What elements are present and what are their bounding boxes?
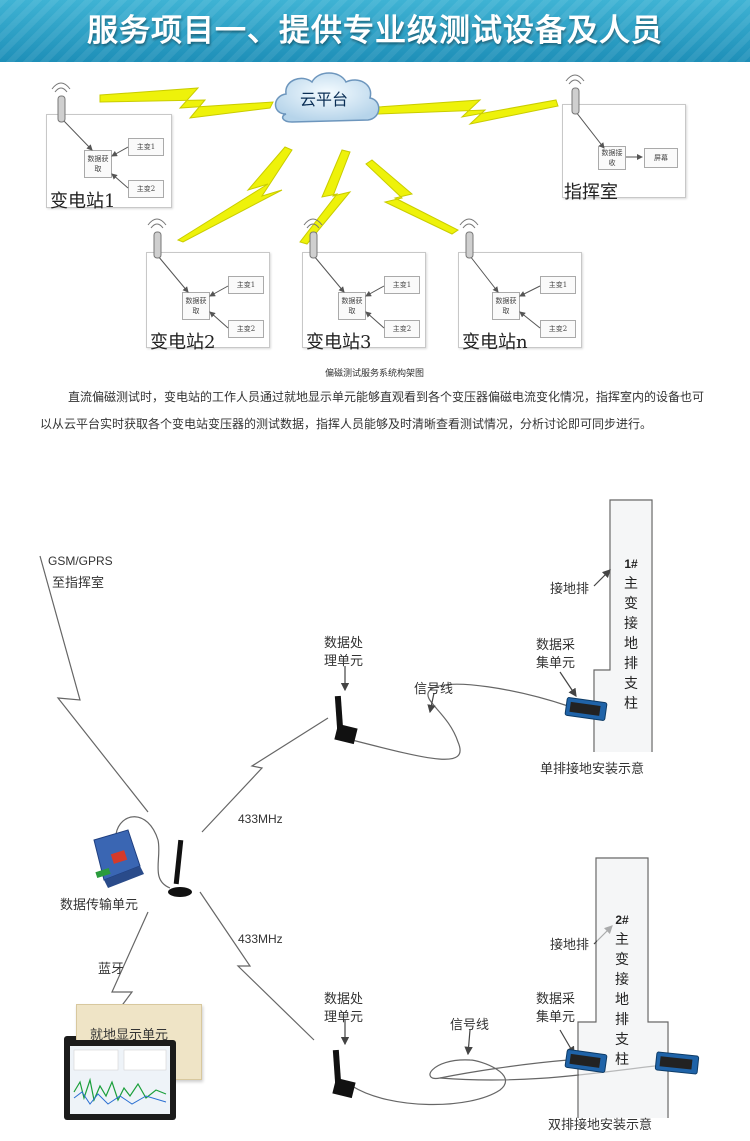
collection-unit-1-icon: [564, 697, 608, 721]
signal-line-label-1: 信号线: [414, 682, 454, 697]
transformer-2-box: 主变2: [540, 320, 576, 338]
pillar-2-char: 支: [615, 1032, 629, 1048]
transformer-1-box: 主变1: [540, 276, 576, 294]
link-433-upper: [201, 717, 329, 833]
bolt-right: [377, 99, 559, 125]
transformer-2-box: 主变2: [228, 320, 264, 338]
station-2-label: 变电站2: [150, 332, 216, 353]
freq-label-upper: 433MHz: [238, 812, 283, 826]
collection-unit-1-label-line1: 数据采: [536, 638, 576, 653]
pillar-1-char: 支: [624, 676, 638, 692]
data-transfer-unit-icon: [93, 829, 192, 897]
pillar-1-label: 1# 主 变 接 地 排 支 柱: [621, 554, 641, 714]
pillar-2-char: 接: [615, 972, 629, 988]
processing-unit-1-icon: [334, 695, 358, 745]
transformer-1-box: 主变1: [128, 138, 164, 156]
collection-unit-2-label-line1: 数据采: [536, 992, 576, 1007]
diagram-caption: 偏磁测试服务系统构架图: [325, 369, 425, 379]
cloud-label: 云平台: [300, 90, 349, 109]
collection-unit-2a-icon: [564, 1049, 608, 1073]
freq-label-lower: 433MHz: [238, 932, 283, 946]
single-row-install-caption: 单排接地安装示意: [540, 762, 645, 777]
pillar-1-char: 地: [624, 636, 638, 652]
command-room-label: 指挥室: [564, 182, 618, 203]
processing-unit-1-label-line1: 数据处: [324, 636, 364, 651]
double-row-install-caption: 双排接地安装示意: [548, 1118, 653, 1133]
gsm-label: GSM/GPRS: [48, 554, 113, 568]
data-receive-box: 数据接收: [598, 146, 626, 170]
data-fetch-box: 数据获取: [338, 292, 366, 320]
station-n-label: 变电站n: [462, 332, 528, 353]
processing-unit-2-label-line1: 数据处: [324, 992, 364, 1007]
lightning-bolts: [99, 87, 559, 245]
page-title: 服务项目一、提供专业级测试设备及人员: [87, 13, 663, 49]
bolt-mid-left: [176, 146, 293, 243]
pillar-1-char: 排: [624, 656, 638, 672]
header-pattern: [0, 0, 750, 62]
pillar-1-char: 主: [624, 576, 638, 592]
data-fetch-box: 数据获取: [492, 292, 520, 320]
bluetooth-label: 蓝牙: [98, 962, 125, 977]
data-transfer-unit-label: 数据传输单元: [60, 898, 139, 913]
link-433-lower: [199, 891, 315, 1041]
signal-line-label-2: 信号线: [450, 1018, 490, 1033]
pillar-2-char: 柱: [615, 1052, 629, 1068]
ground-bar-label-1: 接地排: [550, 582, 590, 597]
antenna-icons: [57, 87, 580, 259]
bolt-center: [299, 149, 352, 245]
to-command-room-label: 至指挥室: [52, 576, 105, 591]
station-1-label: 变电站1: [50, 191, 116, 212]
gsm-link: [39, 555, 149, 813]
station-3-label: 变电站3: [306, 332, 372, 353]
bolt-mid-right: [365, 159, 459, 235]
pillar-2-outline: [577, 857, 669, 1118]
pillar-2-label: 2# 主 变 接 地 排 支 柱: [612, 910, 632, 1070]
data-fetch-box: 数据获取: [182, 292, 210, 320]
local-display-label: 就地显示单元: [90, 1028, 169, 1043]
signal-wire-1: [351, 683, 569, 760]
pillar-1-outline: [593, 499, 653, 752]
cloud-icon: [274, 72, 380, 123]
data-fetch-box: 数据获取: [84, 150, 112, 178]
description-paragraph: 直流偏磁测试时，变电站的工作人员通过就地显示单元能够直观看到各个变压器偏磁电流变…: [40, 384, 710, 438]
processing-unit-1-label-line2: 理单元: [324, 654, 364, 669]
signal-wire-2: [351, 1059, 569, 1106]
pillar-2-char: 变: [615, 952, 629, 968]
pillar-2-char: 主: [615, 932, 629, 948]
pillar-1-char: 变: [624, 596, 638, 612]
ground-bar-label-2: 接地排: [550, 938, 590, 953]
pillar-1-char: 接: [624, 616, 638, 632]
pillar-1-number: 1#: [624, 557, 638, 571]
pillar-2-number: 2#: [615, 913, 629, 927]
collection-unit-1-label-line2: 集单元: [536, 656, 576, 671]
pillar-1-char: 柱: [624, 696, 638, 712]
header-banner: 服务项目一、提供专业级测试设备及人员: [0, 0, 750, 62]
bolt-left: [99, 87, 274, 119]
transformer-2-box: 主变2: [384, 320, 420, 338]
collection-unit-2b-icon: [654, 1051, 700, 1075]
collection-unit-2-label-line2: 集单元: [536, 1010, 576, 1025]
processing-unit-2-icon: [332, 1049, 356, 1099]
pillar-2-char: 地: [615, 992, 629, 1008]
description-text: 直流偏磁测试时，变电站的工作人员通过就地显示单元能够直观看到各个变压器偏磁电流变…: [40, 390, 705, 431]
transformer-1-box: 主变1: [384, 276, 420, 294]
transformer-1-box: 主变1: [228, 276, 264, 294]
transformer-2-box: 主变2: [128, 180, 164, 198]
top-diagram-connectors: [51, 74, 643, 329]
processing-unit-2-label-line2: 理单元: [324, 1010, 364, 1025]
pillar-2-char: 排: [615, 1012, 629, 1028]
screen-box: 屏幕: [644, 148, 678, 168]
